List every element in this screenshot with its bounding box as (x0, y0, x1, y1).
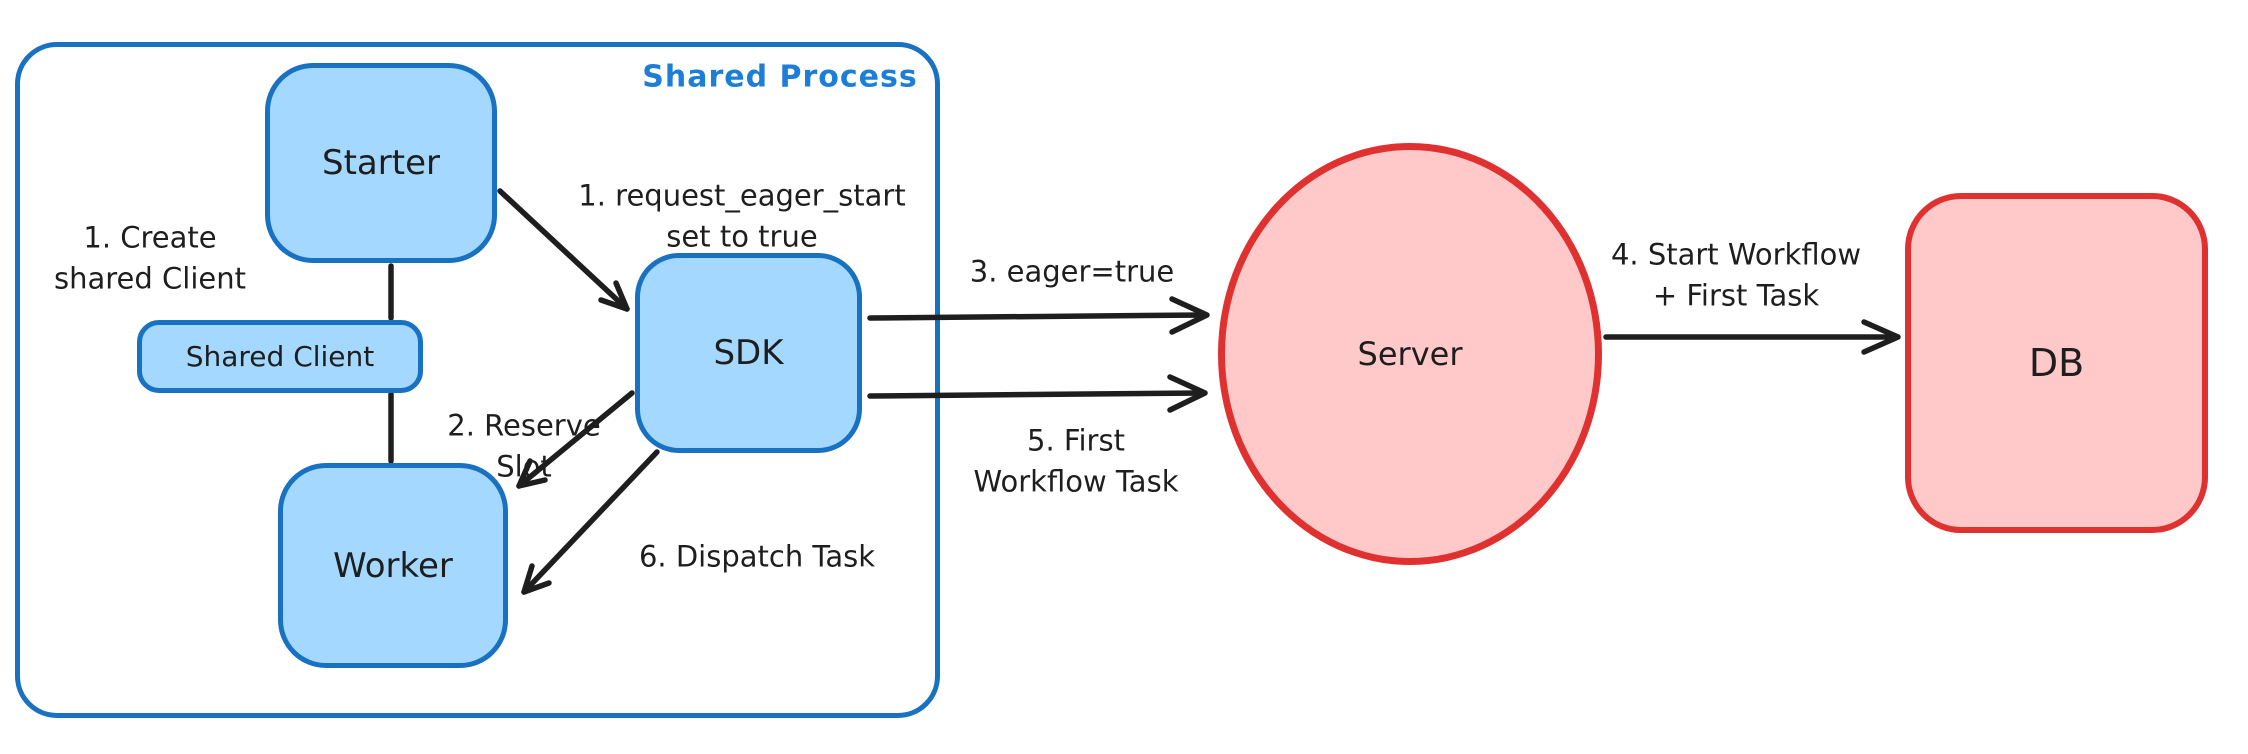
annotation-request-eager-start: 1. request_eager_start set to true (578, 178, 906, 253)
node-starter-label: Starter (322, 143, 440, 183)
annotation-reserve-slot: 2. Reserve Slot (447, 408, 601, 483)
annotation-first-workflow-task: 5. First Workflow Task (973, 423, 1179, 498)
annotation-eager-true: 3. eager=true (969, 254, 1175, 289)
node-shared-client: Shared Client (137, 320, 423, 393)
node-db-label: DB (2028, 341, 2085, 385)
node-sdk: SDK (635, 253, 862, 453)
node-server-label: Server (1357, 335, 1463, 373)
annotation-create-shared-client: 1. Create shared Client (54, 220, 246, 295)
arrow-sdk-to-server-eager-head (1169, 296, 1210, 335)
arrow-server-to-db-head (1861, 319, 1901, 355)
shared-process-container (15, 42, 940, 718)
node-sdk-label: SDK (713, 333, 784, 373)
node-shared-client-label: Shared Client (185, 340, 375, 373)
node-starter: Starter (265, 63, 497, 263)
node-worker-label: Worker (333, 545, 453, 586)
node-db: DB (1905, 193, 2208, 533)
annotation-start-workflow-first-task: 4. Start Workflow + First Task (1610, 237, 1862, 312)
node-server: Server (1218, 143, 1602, 565)
arrow-sdk-to-server-firsttask-head (1167, 374, 1208, 413)
annotation-dispatch-task: 6. Dispatch Task (638, 539, 876, 574)
node-worker: Worker (278, 463, 508, 668)
shared-process-title: Shared Process (642, 59, 918, 95)
